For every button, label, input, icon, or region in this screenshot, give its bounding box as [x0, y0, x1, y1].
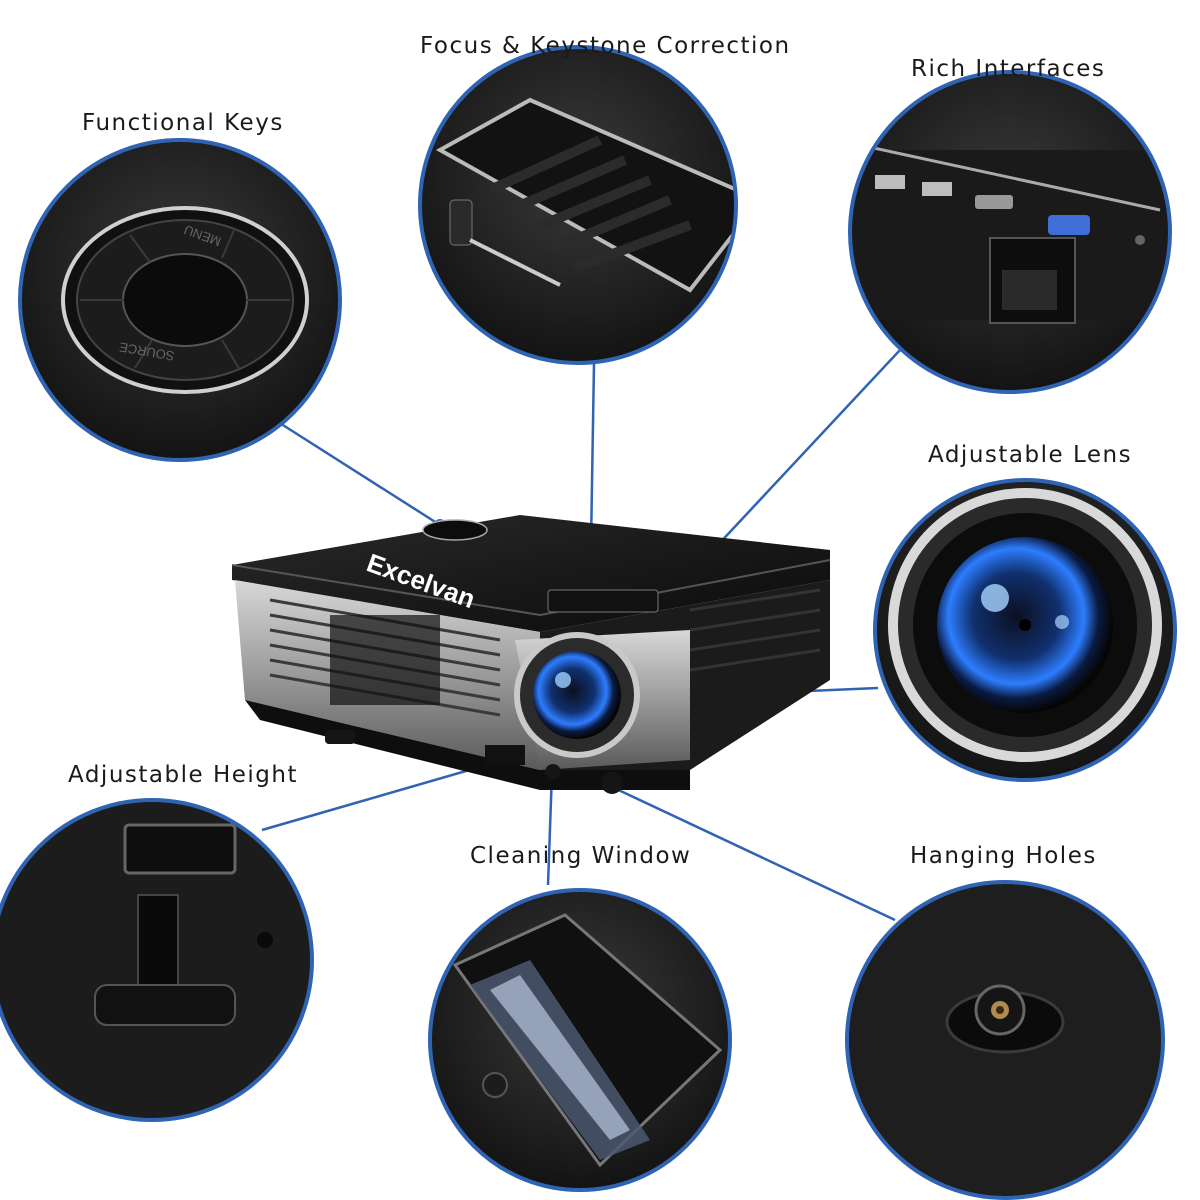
detail-cleaning-window [428, 888, 732, 1192]
usb-port-1-icon [875, 175, 905, 189]
detail-adjustable-lens [873, 478, 1177, 782]
label-adjustable-lens: Adjustable Lens [928, 442, 1133, 468]
connector-hanging-holes [609, 784, 896, 922]
label-hanging-holes: Hanging Holes [910, 843, 1097, 869]
connector-adjustable-height [261, 760, 498, 832]
connector-rich-interfaces [714, 349, 901, 549]
connector-cleaning-window [546, 771, 554, 886]
label-cleaning-window: Cleaning Window [470, 843, 692, 869]
detail-focus-keystone [418, 45, 738, 365]
label-rich-interfaces: Rich Interfaces [911, 56, 1106, 82]
detail-functional-keys: MENU SOURCE [18, 138, 342, 462]
detail-adjustable-height [0, 798, 314, 1122]
projector: Excelvan [231, 515, 831, 794]
connector-functional-keys [274, 418, 441, 527]
hdmi-port-icon [975, 195, 1013, 209]
usb-port-2-icon [922, 182, 952, 196]
label-adjustable-height: Adjustable Height [68, 762, 298, 788]
label-focus-keystone: Focus & Keystone Correction [420, 33, 791, 59]
detail-rich-interfaces [848, 70, 1172, 394]
vga-port-icon [1048, 215, 1090, 235]
label-functional-keys: Functional Keys [82, 110, 284, 136]
detail-hanging-holes [845, 880, 1165, 1200]
top-keypad [422, 519, 488, 541]
